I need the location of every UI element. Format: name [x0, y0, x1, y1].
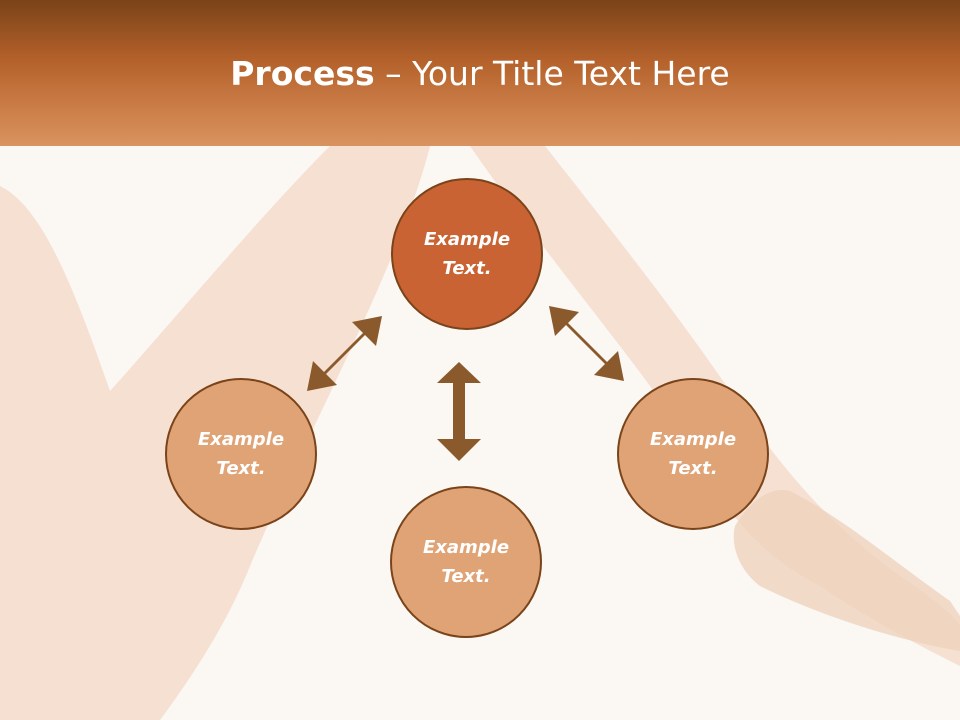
node-label: Example Text.: [422, 537, 510, 587]
node-label: Example Text.: [197, 429, 285, 479]
process-node-top[interactable]: Example Text.: [391, 178, 543, 330]
title-rest-part: – Your Title Text Here: [374, 54, 730, 93]
node-label: Example Text.: [649, 429, 737, 479]
title-bar: Process – Your Title Text Here: [0, 0, 960, 146]
process-node-right[interactable]: Example Text.: [617, 378, 769, 530]
double-arrow-icon: [437, 362, 481, 461]
slide-title: Process – Your Title Text Here: [0, 52, 960, 96]
double-arrow-icon: [549, 306, 624, 381]
background-foot: [733, 490, 960, 651]
double-arrow-icon: [307, 316, 382, 391]
title-bold-part: Process: [230, 54, 375, 93]
node-label: Example Text.: [423, 229, 511, 279]
process-node-left[interactable]: Example Text.: [165, 378, 317, 530]
process-node-bottom[interactable]: Example Text.: [390, 486, 542, 638]
